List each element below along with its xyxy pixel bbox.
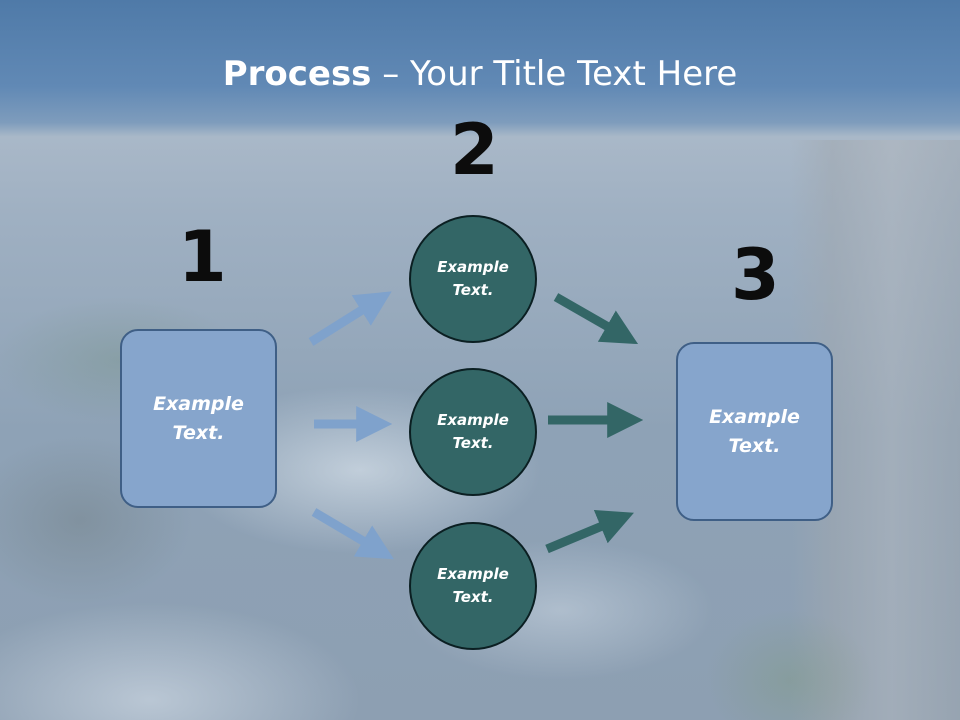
background-grass [680, 520, 900, 720]
step-number-1: 1 [178, 216, 227, 298]
circle-bottom-label: Example Text. [437, 565, 509, 606]
arrow-top-to-right [553, 293, 639, 345]
step-number-2: 2 [450, 109, 499, 191]
circle-middle-label: Example Text. [437, 411, 509, 452]
arrow-left-to-bottom [311, 508, 394, 560]
process-circle-middle[interactable]: Example Text. [409, 368, 537, 496]
arrow-bottom-to-right [545, 510, 634, 554]
title-rest-part: – Your Title Text Here [371, 54, 738, 94]
right-process-box[interactable]: Example Text. [676, 342, 833, 521]
title-bold-part: Process [222, 54, 372, 94]
slide-title: Process – Your Title Text Here [0, 52, 960, 96]
arrow-left-to-top [308, 291, 392, 346]
process-circle-top[interactable]: Example Text. [409, 215, 537, 343]
circle-top-label: Example Text. [437, 258, 509, 299]
right-box-label: Example Text. [709, 405, 800, 457]
left-process-box[interactable]: Example Text. [120, 329, 277, 508]
left-box-label: Example Text. [153, 392, 244, 444]
process-circle-bottom[interactable]: Example Text. [409, 522, 537, 650]
step-number-3: 3 [731, 234, 780, 316]
